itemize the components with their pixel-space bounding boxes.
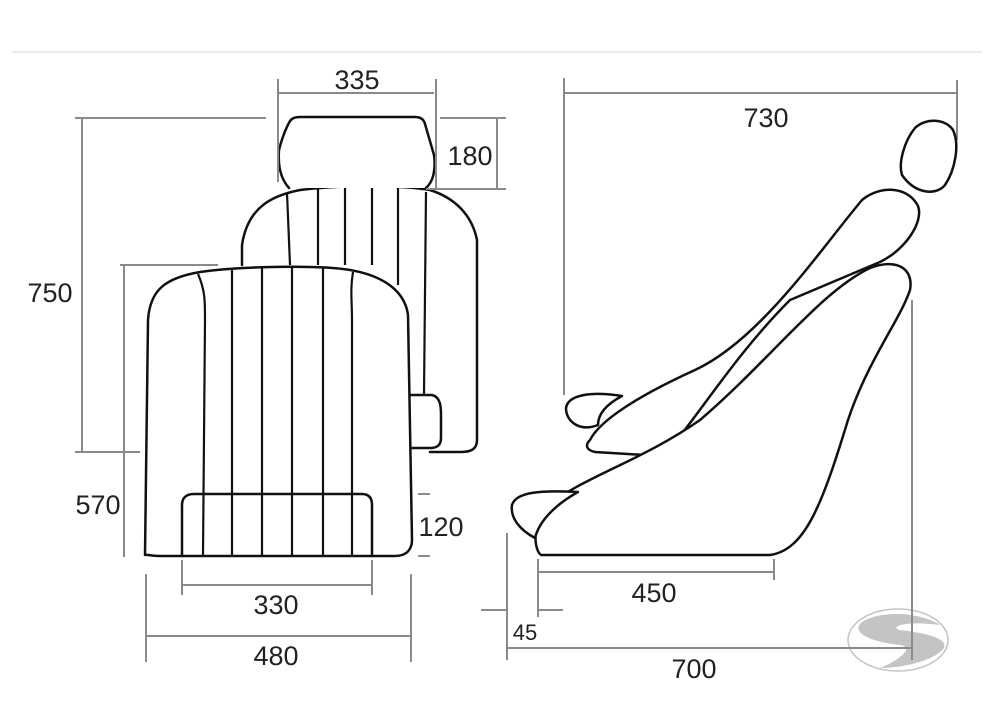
side-view: 730 450 45 700: [481, 78, 958, 684]
side-bolster: [405, 393, 443, 450]
label-45: 45: [513, 620, 537, 645]
dimension-45: 45: [481, 533, 563, 660]
label-570: 570: [75, 490, 120, 520]
dimension-730: 730: [563, 78, 958, 395]
label-335: 335: [334, 65, 379, 95]
front-backrest-ribs: [196, 266, 355, 556]
side-front-shell-outline: [534, 262, 912, 557]
dimension-120: 120: [418, 493, 464, 557]
label-730: 730: [743, 103, 788, 133]
rear-backrest-ribs: [285, 188, 428, 396]
dimension-750: 750: [27, 117, 266, 453]
label-450: 450: [631, 578, 676, 608]
dimension-335: 335: [277, 65, 437, 190]
label-750: 750: [27, 278, 72, 308]
front-backrest-outline: [143, 265, 414, 558]
label-480: 480: [253, 641, 298, 671]
label-700: 700: [671, 654, 716, 684]
label-120: 120: [418, 512, 463, 542]
dimension-450: 450: [537, 559, 775, 617]
dimension-480: 480: [145, 574, 412, 671]
front-view: 335 180 750 570 120 330 480: [27, 65, 506, 671]
brand-logo: [847, 608, 949, 672]
seat-cushion-panel: [180, 492, 374, 558]
headrest-outline: [277, 115, 436, 190]
side-headrest-outline: [899, 119, 958, 193]
dimension-700: 700: [507, 300, 913, 684]
dimension-330: 330: [181, 560, 373, 620]
side-front-lump: [510, 490, 580, 540]
label-180: 180: [447, 141, 492, 171]
dimension-570: 570: [75, 264, 218, 557]
label-330: 330: [253, 590, 298, 620]
dimension-180: 180: [426, 117, 506, 190]
side-rear-lump: [564, 392, 624, 429]
